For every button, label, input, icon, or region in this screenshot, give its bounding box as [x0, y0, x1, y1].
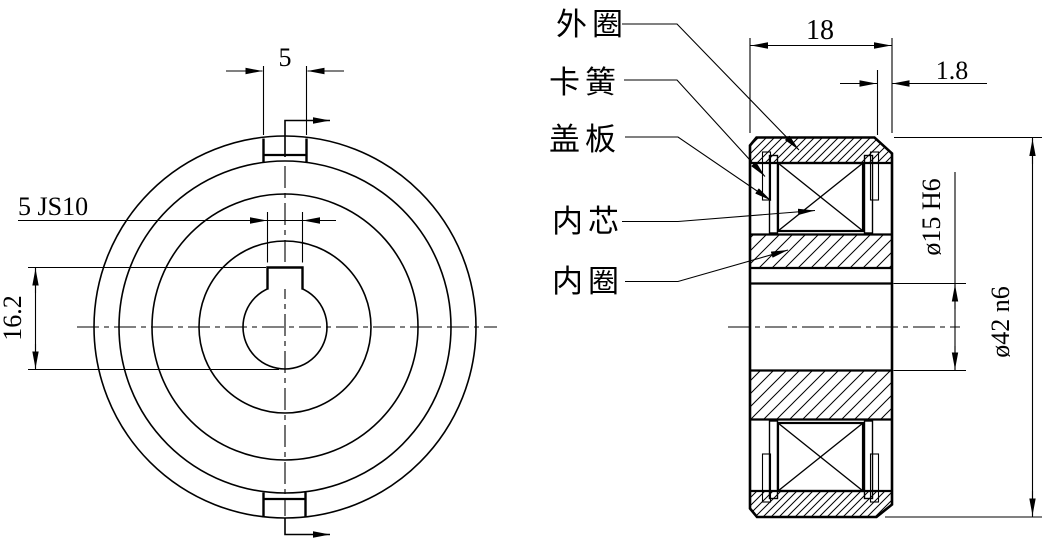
- bottom-slot: [262, 492, 307, 518]
- dim-snap-ring-offset-text: 1.8: [936, 56, 969, 85]
- dim-overall-width-text: 18: [806, 15, 834, 46]
- inner-ring-top-hatch: [750, 234, 892, 268]
- part-labels: 外圈 卡簧 盖板 内芯 内圈: [549, 7, 816, 299]
- inner-ring-circle: [198, 240, 372, 414]
- leader-cover-plate: [625, 136, 772, 201]
- outer-ring-bottom-hatch: [750, 491, 892, 517]
- inner-core-bottom: [776, 421, 865, 493]
- dim-keyway-depth-text: 16.2: [0, 295, 27, 341]
- leader-inner-ring: [625, 249, 789, 283]
- front-view: 5 5 JS10 16.2: [0, 43, 497, 538]
- dim-keyway-width: 5 JS10: [18, 192, 336, 263]
- dim-outer-diameter-text: ø42 n6: [986, 286, 1015, 358]
- dim-bore-diameter: ø15 H6: [893, 172, 966, 372]
- dim-keyway-depth: 16.2: [0, 266, 279, 371]
- section-arrow-bottom: [284, 517, 330, 538]
- dim-snap-ring-offset: 1.8: [840, 56, 987, 135]
- roller-race-circle: [151, 193, 419, 461]
- cover-plates: [768, 154, 874, 500]
- dim-outer-diameter: ø42 n6: [885, 136, 1042, 518]
- dim-slot-width: 5: [226, 43, 344, 135]
- inner-core-top: [776, 161, 865, 233]
- dim-bore-diameter-text: ø15 H6: [917, 178, 946, 255]
- section-arrow-top: [284, 117, 330, 157]
- label-outer-ring: 外圈: [556, 7, 628, 42]
- outer-ring-inner-circle: [118, 160, 452, 494]
- keyway: [266, 266, 304, 290]
- label-circlip: 卡簧: [549, 65, 621, 100]
- section-view: 18 1.8 ø15 H6 ø42 n6: [728, 15, 1042, 519]
- dim-slot-width-text: 5: [279, 43, 292, 72]
- leader-circlip: [624, 79, 766, 177]
- dim-keyway-width-text: 5 JS10: [18, 192, 88, 221]
- leader-outer-ring: [622, 23, 800, 151]
- label-inner-ring: 内圈: [552, 264, 624, 299]
- inner-ring-bottom-hatch: [750, 370, 892, 420]
- dim-overall-width: 18: [749, 15, 893, 133]
- label-inner-core: 内芯: [552, 204, 624, 239]
- leader-inner-core: [622, 208, 816, 223]
- label-cover-plate: 盖板: [549, 122, 621, 157]
